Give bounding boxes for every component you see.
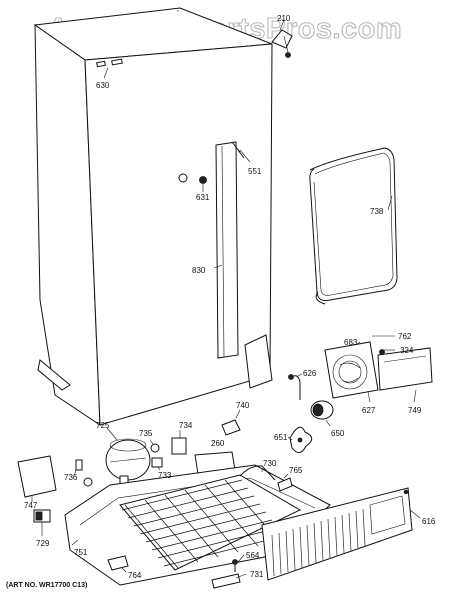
- condenser-fan-assembly: [221, 318, 433, 453]
- callout-740: 740: [236, 401, 250, 410]
- cabinet-front: [84, 43, 273, 426]
- callout-830: 830: [192, 266, 206, 275]
- callout-616: 616: [422, 517, 436, 526]
- callout-627: 627: [362, 406, 376, 415]
- art-number: (ART NO. WR17700 C13): [6, 582, 87, 589]
- callout-749: 749: [408, 406, 422, 415]
- callout-651: 651: [274, 433, 288, 442]
- callout-labels: 210 630 551 631 738 830 762 683 324 626 …: [24, 14, 436, 580]
- condenser-coil-730: [119, 465, 302, 571]
- callout-683: 683: [344, 338, 358, 347]
- callout-736: 736: [64, 473, 78, 482]
- gasket-738: [309, 147, 398, 305]
- callout-747: 747: [24, 501, 38, 510]
- callout-730: 730: [263, 459, 277, 468]
- leader-lines: [31, 19, 421, 579]
- callout-738: 738: [370, 207, 384, 216]
- cover-747: [17, 455, 57, 498]
- callout-650: 650: [331, 429, 345, 438]
- hinge-part-210: [271, 29, 293, 58]
- callout-731: 731: [250, 570, 264, 579]
- callout-762: 762: [398, 332, 412, 341]
- callout-564: 564: [246, 551, 260, 560]
- cap-631: [178, 173, 188, 183]
- grille-616: [261, 487, 413, 581]
- cabinet-leg-left: [37, 359, 71, 391]
- callout-551: 551: [248, 167, 262, 176]
- callout-765: 765: [289, 466, 303, 475]
- relay-734: [171, 437, 187, 455]
- compressor-assembly: [17, 437, 236, 523]
- leveler-764: [107, 555, 129, 571]
- callout-733: 733: [158, 471, 172, 480]
- callout-631: 631: [196, 193, 210, 202]
- part-731: [211, 573, 241, 589]
- callout-324: 324: [400, 346, 414, 355]
- callout-626: 626: [303, 369, 317, 378]
- callout-210: 210: [277, 14, 291, 23]
- callout-729: 729: [36, 539, 50, 548]
- callout-734: 734: [179, 421, 193, 430]
- callout-630: 630: [96, 81, 110, 90]
- callout-735: 735: [139, 429, 153, 438]
- cabinet-left-side: [34, 24, 101, 426]
- bracket-749: [377, 347, 433, 391]
- center-mullion-830: [215, 141, 239, 359]
- callout-725: 725: [96, 421, 110, 430]
- callout-751: 751: [74, 548, 88, 557]
- callout-764: 764: [128, 571, 142, 580]
- cabinet-leg: [244, 334, 273, 389]
- callout-260: 260: [211, 439, 225, 448]
- refrigerator-cabinet: [33, 7, 273, 426]
